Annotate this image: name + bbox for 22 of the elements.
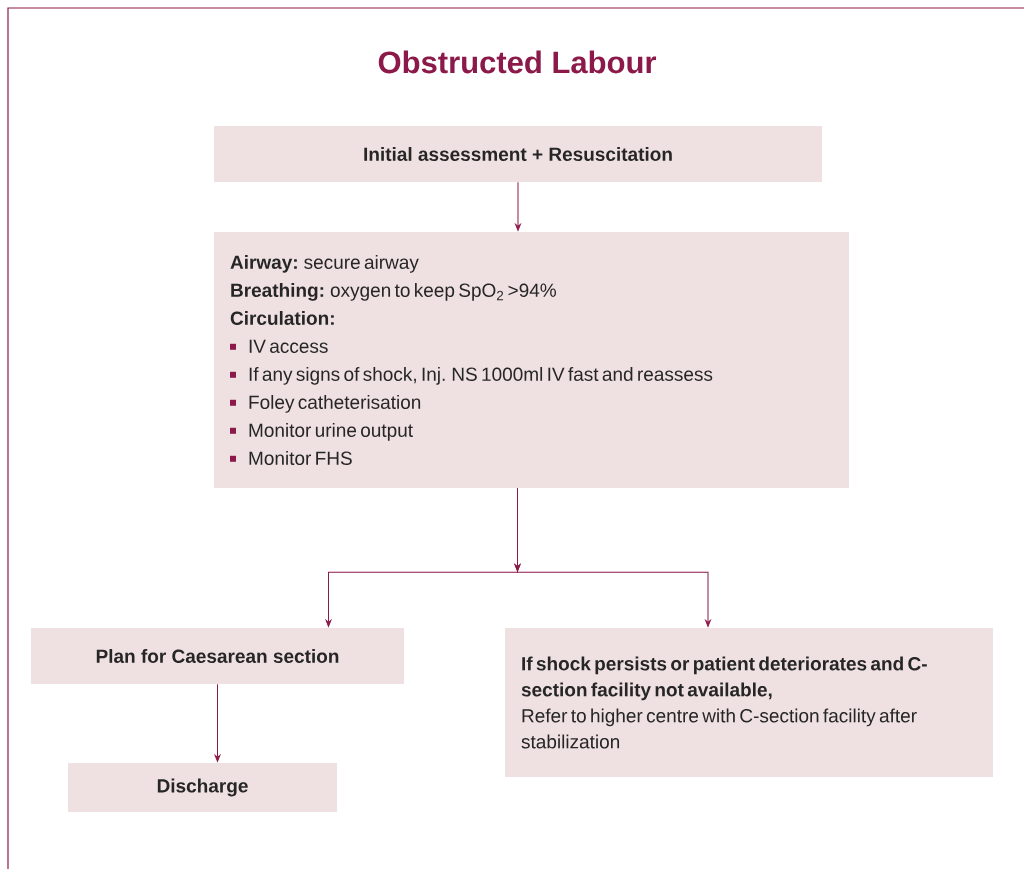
bullet-item: Monitor FHS	[230, 451, 352, 465]
body-text: Breathing: oxygen to keep SpO$_{2}$ >94%	[231, 283, 556, 301]
process-box	[68, 763, 337, 812]
body-text: If shock persists or patient deteriorates and C-section facility not available,	[521, 656, 927, 701]
box-label: Plan for Caesarean section	[96, 649, 339, 663]
body-text: Refer to higher centre with C-section facility after stabilization	[521, 708, 917, 749]
bullet-item: Foley catheterisation	[230, 395, 421, 413]
bullet-item: If any signs of shock, Inj. NS 1000ml IV fast and reassess	[230, 367, 713, 385]
bullet-item: IV access	[230, 339, 328, 353]
body-text: Airway: secure airway	[230, 255, 419, 273]
box-label: Initial assessment + Resuscitation	[364, 147, 672, 161]
arrow	[515, 181, 521, 231]
process-box	[214, 126, 822, 182]
process-box	[31, 628, 404, 684]
instruction-box	[214, 232, 849, 488]
title: Obstructed Labour	[378, 50, 657, 74]
arrow	[214, 683, 221, 762]
arrow	[514, 487, 711, 627]
bullet-item: Monitor urine output	[230, 423, 413, 441]
referral-box	[505, 628, 993, 777]
box-label: Discharge	[157, 778, 248, 797]
section-heading: Circulation:	[230, 311, 334, 325]
